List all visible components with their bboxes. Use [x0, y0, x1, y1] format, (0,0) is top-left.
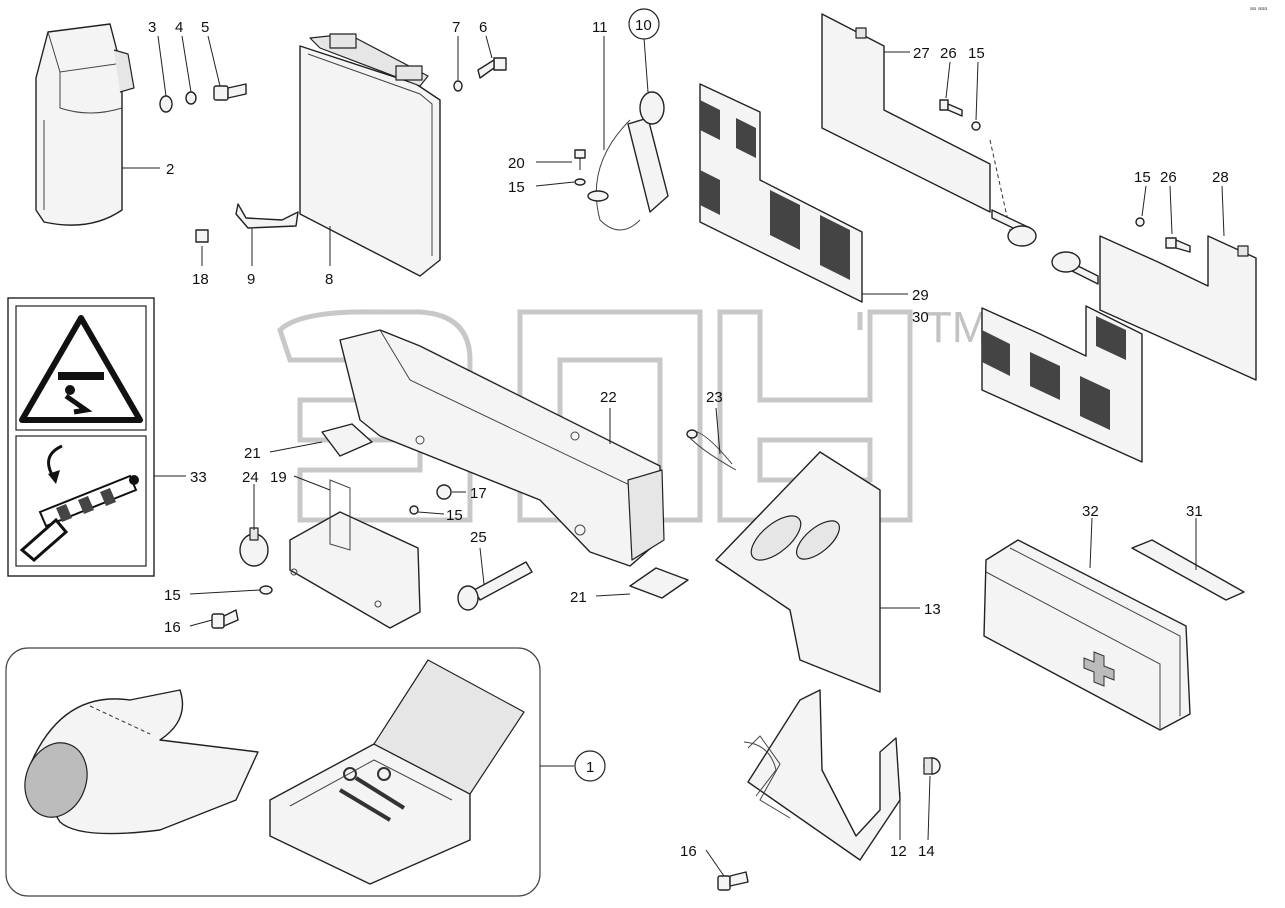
cap-14: [923, 757, 941, 775]
callout-18: 18: [192, 271, 209, 288]
lower-bracket-12: [743, 689, 901, 861]
callout-5: 5: [201, 19, 209, 36]
callout-31: 31: [1186, 503, 1203, 520]
wrench-icon: [338, 767, 406, 822]
callout-25: 25: [470, 529, 487, 546]
lever-hazard-icon: [19, 444, 139, 562]
nut-15b: [971, 121, 981, 131]
pin-25: [457, 561, 533, 611]
callout-27: 27: [913, 45, 930, 62]
bolt-6: [477, 57, 507, 79]
mounting-plate-27: [821, 13, 991, 213]
callout-26b: 26: [1160, 169, 1177, 186]
callout-24: 24: [242, 469, 259, 486]
callout-16a: 16: [164, 619, 181, 636]
callout-15c: 15: [1134, 169, 1151, 186]
warning-sticker: [7, 297, 155, 577]
callout-10: 10: [635, 17, 652, 34]
callout-14: 14: [918, 843, 935, 860]
hose-sleeve: [24, 689, 259, 835]
callout-6: 6: [479, 19, 487, 36]
bolt-20: [574, 149, 586, 170]
washer-15e: [259, 585, 273, 595]
deflector-13: [715, 451, 881, 693]
callout-labels: 3 4 5 2 7 6 11 10 20 15 18 9 8 27 26 15 …: [148, 17, 1229, 860]
medical-cross-icon: [1083, 651, 1115, 687]
callout-21a: 21: [244, 445, 261, 462]
callout-20: 20: [508, 155, 525, 172]
nut-17: [436, 484, 452, 500]
main-bracket-22: [339, 329, 665, 567]
callout-9: 9: [247, 271, 255, 288]
callout-circle-10: [628, 8, 660, 40]
clip-18: [195, 229, 209, 243]
strap-31: [1131, 539, 1245, 601]
washer-3: [159, 95, 173, 113]
callout-15e: 15: [164, 587, 181, 604]
leader-lines: [122, 35, 1225, 877]
bolt-26b: [1165, 237, 1191, 253]
callout-23: 23: [706, 389, 723, 406]
callout-16b: 16: [680, 843, 697, 860]
callout-32: 32: [1082, 503, 1099, 520]
bolt-5: [213, 83, 247, 101]
callout-17: 17: [470, 485, 487, 502]
washer-15d: [409, 505, 419, 515]
bracket-19: [289, 479, 421, 629]
spacer-tubes: [989, 139, 1099, 285]
corner-note: ᵃᵃ ᵃᵃᵃ: [1250, 5, 1268, 14]
callout-28: 28: [1212, 169, 1229, 186]
bracket-9: [235, 203, 299, 229]
callout-15d: 15: [446, 507, 463, 524]
bolt-16a: [211, 609, 239, 629]
washer-4: [185, 91, 197, 105]
first-aid-kit: [983, 539, 1191, 731]
pin-with-lanyard: [587, 91, 669, 231]
callout-19: 19: [270, 469, 287, 486]
tool-kit-group: [5, 647, 541, 897]
callout-8: 8: [325, 271, 333, 288]
cap-24: [239, 527, 269, 567]
callout-29: 29: [912, 287, 929, 304]
callout-22: 22: [600, 389, 617, 406]
callout-15a: 15: [508, 179, 525, 196]
callout-12: 12: [890, 843, 907, 860]
clip-21a: [321, 423, 373, 457]
warning-plate-29: [699, 83, 863, 303]
callout-4: 4: [175, 19, 183, 36]
callout-7: 7: [452, 19, 460, 36]
callout-33: 33: [190, 469, 207, 486]
cotter-pin-23: [686, 429, 737, 471]
warning-plate-30: [981, 305, 1143, 463]
bolt-16b: [717, 871, 749, 891]
bolt-26a: [939, 99, 963, 117]
mounting-plate-28: [1099, 235, 1257, 381]
callout-15b: 15: [968, 45, 985, 62]
callout-11: 11: [592, 19, 608, 36]
extinguisher-holder: [35, 23, 135, 226]
washer-15a: [574, 178, 586, 186]
tool-case: [299, 33, 441, 277]
callout-1: 1: [586, 759, 594, 776]
nut-15c: [1135, 217, 1145, 227]
tool-box-open: [269, 659, 525, 885]
callout-3: 3: [148, 19, 156, 36]
callout-2: 2: [166, 161, 174, 178]
trademark-mark: TM: [925, 303, 989, 352]
callout-circle-1: [574, 750, 606, 782]
callout-26a: 26: [940, 45, 957, 62]
callout-30: 30: [912, 309, 929, 326]
callout-21b: 21: [570, 589, 587, 606]
crushing-hazard-icon: [58, 372, 104, 415]
washer-7: [453, 80, 463, 92]
clip-21b: [629, 567, 689, 599]
callout-13: 13: [924, 601, 941, 618]
